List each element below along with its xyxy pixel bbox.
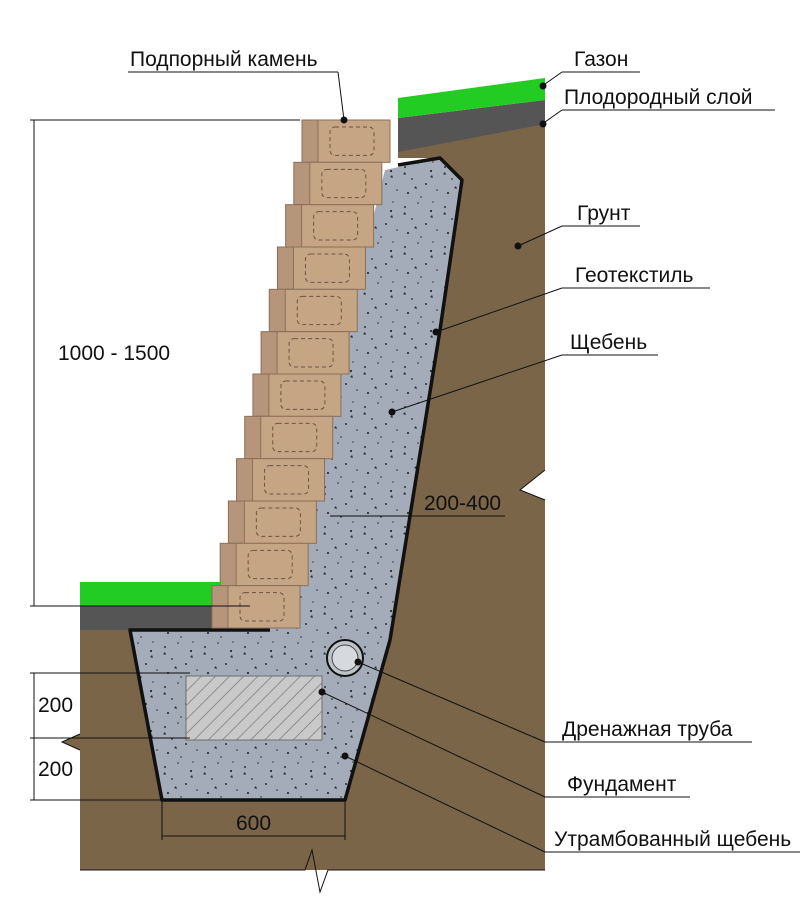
retaining-block <box>285 204 375 248</box>
dimension-backfill: 200-400 <box>330 492 505 517</box>
label-stone: Подпорный камень <box>130 48 318 71</box>
label-drain: Дренажная труба <box>562 718 733 741</box>
callout-foundation: Фундамент <box>318 688 690 798</box>
gravel-backfill <box>130 158 462 800</box>
footing-bottom-label: 200 <box>38 758 73 781</box>
label-fertile: Плодородный слой <box>564 86 753 109</box>
retaining-blocks <box>211 119 391 629</box>
label-compacted: Утрамбованный щебень <box>554 828 791 851</box>
drain-pipe-inner <box>331 644 359 672</box>
retaining-block <box>244 415 334 460</box>
width-label: 600 <box>236 812 271 835</box>
fertile-layer-lower <box>80 606 220 630</box>
retaining-block <box>260 331 350 375</box>
dimension-footing: 200 200 <box>30 672 190 801</box>
callout-compacted: Утрамбованный щебень <box>341 752 800 853</box>
callout-soil: Грунт <box>514 202 640 250</box>
break-mark-bottom <box>80 848 545 894</box>
label-soil: Грунт <box>577 202 631 225</box>
soil-body <box>62 120 545 870</box>
callout-lawn: Газон <box>539 48 640 90</box>
callout-stone: Подпорный камень <box>128 48 348 124</box>
retaining-block <box>252 373 342 417</box>
retaining-block <box>301 119 391 163</box>
retaining-block <box>219 542 309 587</box>
label-geotextile: Геотекстиль <box>575 264 693 287</box>
lawn-upper <box>398 78 545 118</box>
retaining-block <box>293 161 383 206</box>
retaining-block <box>227 500 317 544</box>
footing-top-label: 200 <box>38 694 73 717</box>
retaining-block <box>236 458 326 502</box>
height-label: 1000 - 1500 <box>58 342 170 365</box>
label-foundation: Фундамент <box>567 773 677 796</box>
label-gravel: Щебень <box>570 331 647 354</box>
break-mark-left <box>60 733 81 751</box>
retaining-block <box>268 288 358 333</box>
break-mark-right <box>519 469 546 501</box>
fertile-layer-upper <box>398 100 545 152</box>
callout-gravel: Щебень <box>388 331 658 416</box>
foundation-block <box>185 675 323 741</box>
retaining-block <box>276 246 366 290</box>
callout-geotextile: Геотекстиль <box>432 264 710 336</box>
geotextile-line <box>128 156 464 802</box>
callout-fertile: Плодородный слой <box>539 86 775 128</box>
dimension-height: 1000 - 1500 <box>30 119 300 607</box>
dimension-width: 600 <box>161 800 346 840</box>
retaining-block <box>211 585 301 629</box>
label-lawn: Газон <box>574 48 628 71</box>
callout-drain: Дренажная труба <box>354 658 752 743</box>
lawn-lower <box>80 582 220 606</box>
backfill-label: 200-400 <box>424 492 501 515</box>
